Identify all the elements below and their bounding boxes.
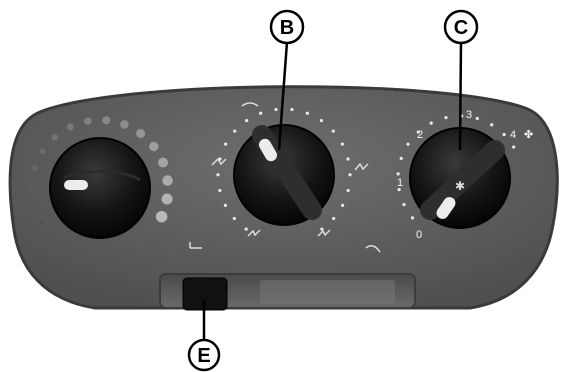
fan-label-0: 0 [416, 229, 422, 241]
scale-dot [84, 117, 92, 125]
scale-dot [341, 203, 345, 207]
temperature-knob[interactable] [49, 137, 151, 239]
scale-dot [244, 227, 248, 231]
fan-icon: ✤ [524, 129, 533, 141]
scale-dot [244, 119, 249, 123]
callout-b: B [269, 9, 305, 45]
callout-c-leader [458, 41, 463, 151]
scale-dot [136, 128, 146, 138]
scale-dot [332, 216, 336, 221]
scale-dot [39, 220, 44, 224]
callout-c: C [443, 9, 479, 45]
scale-dot [216, 173, 220, 177]
fan-knob-pointer [436, 197, 456, 219]
fan-scale-dots [396, 114, 516, 220]
scale-dot [274, 107, 278, 112]
fan-knob-group: ✱ 0 1 2 3 4 ✤ [396, 109, 533, 241]
scale-dot [155, 210, 168, 223]
scale-dot [158, 157, 169, 168]
scale-dot [305, 111, 309, 115]
scale-dot [120, 120, 129, 129]
scale-dot [149, 141, 159, 152]
temperature-knob-pointer [64, 180, 88, 190]
face-vent-icon [211, 157, 227, 166]
scale-dot [429, 121, 433, 125]
fan-label-3: 3 [466, 109, 472, 121]
scale-dot [512, 145, 516, 149]
air-conditioning-icon: ✱ [455, 179, 465, 193]
scale-dot [444, 116, 448, 120]
scale-dot [161, 193, 173, 205]
scale-dot [319, 119, 324, 123]
scale-dot [340, 142, 344, 146]
scale-dot [346, 157, 350, 161]
face-feet-icon [247, 229, 261, 237]
windscreen-feet-icon [365, 245, 381, 253]
scale-dot [224, 142, 228, 146]
callout-b-leader [277, 41, 289, 151]
scale-dot [233, 129, 237, 133]
scale-dot [402, 202, 406, 207]
recirculation-slider-group [159, 273, 416, 311]
scale-dot [102, 116, 111, 125]
scale-dot [410, 216, 415, 220]
scale-dot [66, 123, 74, 131]
scale-dot [39, 148, 46, 155]
fan-label-4: 4 [510, 129, 516, 141]
callout-c-label: C [454, 17, 468, 39]
distribution-knob-pointer [259, 138, 277, 162]
scale-dot [502, 132, 506, 137]
temperature-scale [29, 116, 173, 224]
scale-dot [399, 156, 403, 160]
callout-b-label: B [280, 17, 294, 39]
callout-e: E [187, 338, 221, 372]
fan-label-2: 2 [417, 129, 423, 141]
scale-dot [218, 188, 222, 193]
scale-dot [29, 183, 35, 189]
feet-windscreen-icon [354, 162, 369, 171]
scale-dot [162, 175, 173, 186]
scale-dot [490, 123, 494, 127]
scale-dot [396, 172, 400, 176]
distribution-scale [216, 107, 352, 231]
callout-e-label: E [197, 345, 210, 367]
recirculation-icon [189, 242, 202, 249]
scale-dot [232, 216, 236, 221]
scale-dot [290, 107, 294, 112]
scale-dot [346, 188, 350, 193]
scale-dot [259, 111, 263, 115]
scale-dot [475, 116, 479, 121]
windscreen-icon [241, 102, 259, 107]
scale-dot [416, 130, 420, 134]
scale-dot [397, 187, 401, 192]
feet-icon [317, 229, 331, 237]
temperature-knob-group [29, 116, 173, 239]
scale-dot [223, 203, 227, 207]
scale-dot [32, 165, 38, 171]
distribution-knob-group [189, 102, 381, 253]
scale-dot [406, 142, 410, 146]
scale-dot [320, 227, 324, 231]
fan-label-1: 1 [397, 177, 403, 189]
scale-dot [31, 202, 37, 208]
scale-dot [348, 173, 352, 177]
scale-dot [51, 133, 59, 141]
scale-dot [331, 129, 335, 133]
